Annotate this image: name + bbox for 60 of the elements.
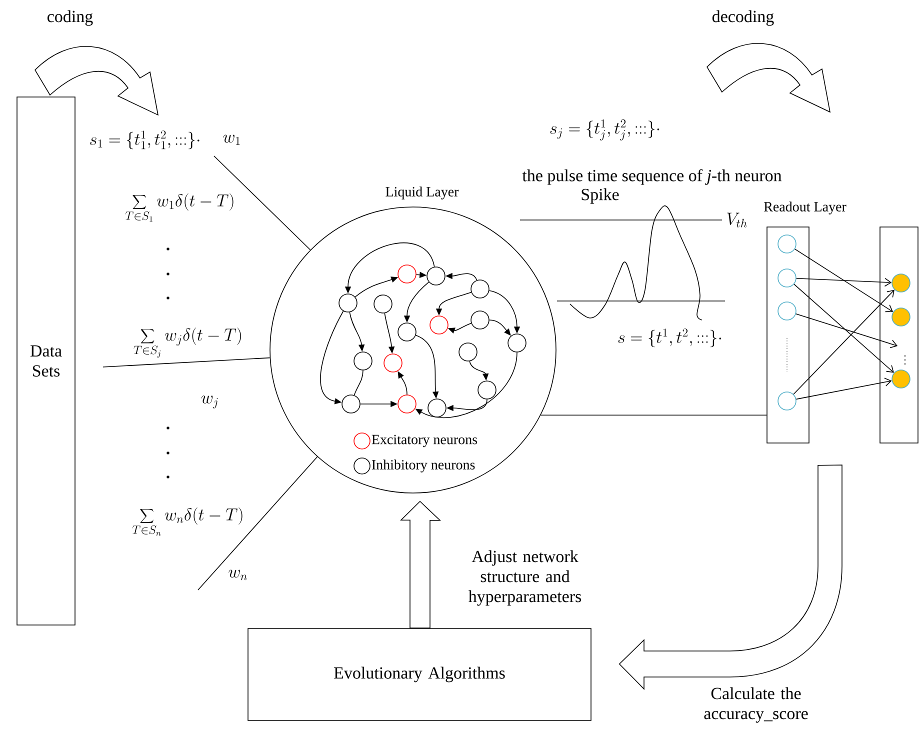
arrow [320,310,344,404]
input-line [102,357,270,368]
neuron-circle [398,394,416,414]
neuron-circle [430,316,448,334]
formula: $\sum\limits_{T\in S_1} w_1\delta(t-T)$ [125,193,234,222]
connector-line [354,370,364,396]
plot-label: Spike [582,188,619,204]
edge-label: $w_j$ [201,396,218,408]
annotation-text: Calculate the accuracy_score [704,687,808,723]
neuron-circle [470,280,490,298]
formula: $V_{th}$ [727,212,747,228]
connector-line [540,414,767,416]
edge-label: $w_1$ [223,134,240,145]
readout-neuron [778,234,796,254]
edge-label: $w_n$ [228,570,247,580]
output-neuron [892,308,910,326]
output-neuron [892,370,910,388]
neuron-circle [398,322,416,342]
neuron-circle [458,342,478,362]
arrow [796,378,892,400]
arrow-label: decoding [712,10,774,26]
data-sets-box: Data Sets [16,96,76,626]
layer-title: Liquid Layer [386,186,459,200]
arrow [794,284,894,373]
legend-label: Excitatory neurons [372,434,478,448]
neuron-circle [426,266,446,286]
output-layer-box [880,226,918,444]
input-line [214,156,311,250]
block-arrow [619,464,842,690]
formula: $\sum\limits_{T\in S_j} w_j\delta(t-T)$ [134,328,241,358]
neuron-circle [384,354,402,372]
formula: $s_j=\{t_j^1,t_j^2,:::\}\cdot$ [550,119,660,140]
algorithm-box: Evolutionary Algorithms [248,628,592,721]
neuron-circle [478,380,496,400]
neuron-circle [342,394,360,414]
neuron-circle [428,398,446,418]
neuron-circle [338,294,358,312]
input-line [198,456,318,590]
block-arrow [400,500,441,628]
layer-title: Readout Layer [764,202,846,214]
readout-neuron [778,392,796,410]
arrow [796,313,898,348]
readout-neuron [778,268,796,288]
annotation-text: Adjust network structure and hyperparameters [468,550,582,606]
neuron-circle [470,310,490,330]
formula: $\sum\limits_{T\in S_n} w_n\delta(t-T)$ [132,507,242,536]
formula: $s_1=\{t_1^1,t_1^2,:::\}\cdot$ [90,130,200,150]
arrow [793,290,894,395]
neuron-circle [374,294,392,314]
neuron-circle [398,264,416,284]
neuron-circle [354,352,372,370]
neuron-circle [508,334,526,352]
legend-label: Inhibitory neurons [372,460,475,472]
arrow [796,278,892,287]
arrow [794,248,894,312]
formula: $s=\{t^1,t^2,:::\}\cdot$ [618,328,722,348]
output-neuron [892,274,910,292]
readout-neuron [778,302,796,320]
arrow-label: coding [48,10,93,26]
annotation-text: the pulse time sequence ofj-th neuron [522,169,782,185]
